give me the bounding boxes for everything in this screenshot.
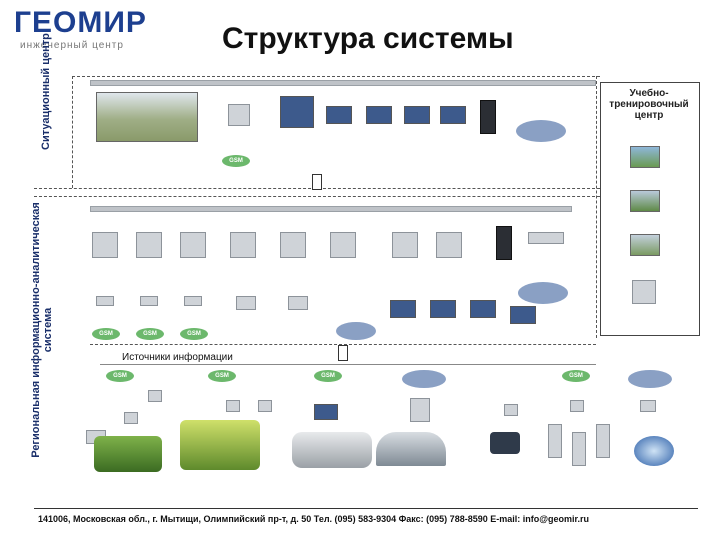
training-photo-2 [630,190,660,212]
frame-right-line [596,76,597,338]
regional-pc-8 [436,232,462,258]
weather-station-1 [548,424,562,458]
gsm-badge-regional-3: GSM [180,328,208,340]
arm-monitor [280,96,314,128]
laptop-1 [326,106,352,124]
gsm-badge-source-2: GSM [208,370,236,382]
regional-pc-1 [92,232,118,258]
gsm-badge-source-1: GSM [106,370,134,382]
page-title: Структура системы [222,22,514,55]
gps-terminal-1 [236,296,256,310]
modem-3 [184,296,202,306]
hydromet-logo [634,436,674,466]
modem-1 [96,296,114,306]
cloud-regional-small [336,322,376,340]
frame-top-line [72,76,600,77]
link-arrow-lower [338,345,348,361]
fuel-truck [292,432,372,468]
frame-mid-line-2 [34,196,600,197]
regional-server [496,226,512,260]
training-center-title: Учебно-тренировочный центр [609,88,689,121]
gps-terminal-2 [288,296,308,310]
training-center-box [600,82,700,336]
gps-receiver-3 [504,404,518,416]
modem-2 [140,296,158,306]
laptop-4 [440,106,466,124]
side-label-regional-system: Региональная информационно-аналитическая… [30,202,54,458]
videoconference-camera [228,104,250,126]
link-arrow-upper [312,174,322,190]
sensor-unit-2 [640,400,656,412]
side-label-situation-center: Ситуационный центр [40,33,52,150]
internet-cloud-situation [516,120,566,142]
gsm-badge-source-4: GSM [562,370,590,382]
sources-heading: Источники информации [122,352,233,363]
regional-pc-2 [136,232,162,258]
regional-pc-3 [180,232,206,258]
regional-laptop-2 [430,300,456,318]
tractor [94,436,162,472]
training-computer [632,280,656,304]
regional-pc-4 [230,232,256,258]
cloud-source-2 [628,370,672,388]
gsm-badge-regional-1: GSM [92,328,120,340]
database-server [480,100,496,134]
video-wall-photo [96,92,198,142]
gsm-badge-source-3: GSM [314,370,342,382]
field-vehicle [490,432,520,454]
regional-pc-5 [280,232,306,258]
weather-station-3 [596,424,610,458]
sources-line [100,364,596,365]
training-photo-1 [630,146,660,168]
footer-contacts: 141006, Московская обл., г. Мытищи, Олим… [38,514,590,524]
source-laptop [314,404,338,420]
regional-laptop-1 [390,300,416,318]
frame-bottom-line [90,344,596,345]
regional-pc-7 [392,232,418,258]
laptop-2 [366,106,392,124]
weather-station-2 [572,432,586,466]
storage-hangar [376,432,446,466]
laptop-3 [404,106,430,124]
situation-network-bar [90,80,596,86]
training-photo-3 [630,234,660,256]
regional-pc-6 [330,232,356,258]
gps-receiver-1 [148,390,162,402]
cisco-router [528,232,564,244]
logo: ГЕОМИР [14,6,147,39]
onboard-terminal-1 [124,412,138,424]
frame-left-line [72,76,73,188]
sensor-unit-1 [570,400,584,412]
regional-network-bar [90,206,572,212]
logo-subtitle: инженерный центр [20,40,124,51]
regional-laptop-3 [470,300,496,318]
regional-laptop-4 [510,306,536,324]
combine-harvester [180,420,260,470]
onboard-terminal-2 [226,400,240,412]
cloud-source-1 [402,370,446,388]
gps-receiver-2 [258,400,272,412]
gsm-badge-regional-2: GSM [136,328,164,340]
footer-divider [34,508,698,509]
gsm-badge-situation: GSM [222,155,250,167]
antenna-station [410,398,430,422]
internet-cloud-regional [518,282,568,304]
